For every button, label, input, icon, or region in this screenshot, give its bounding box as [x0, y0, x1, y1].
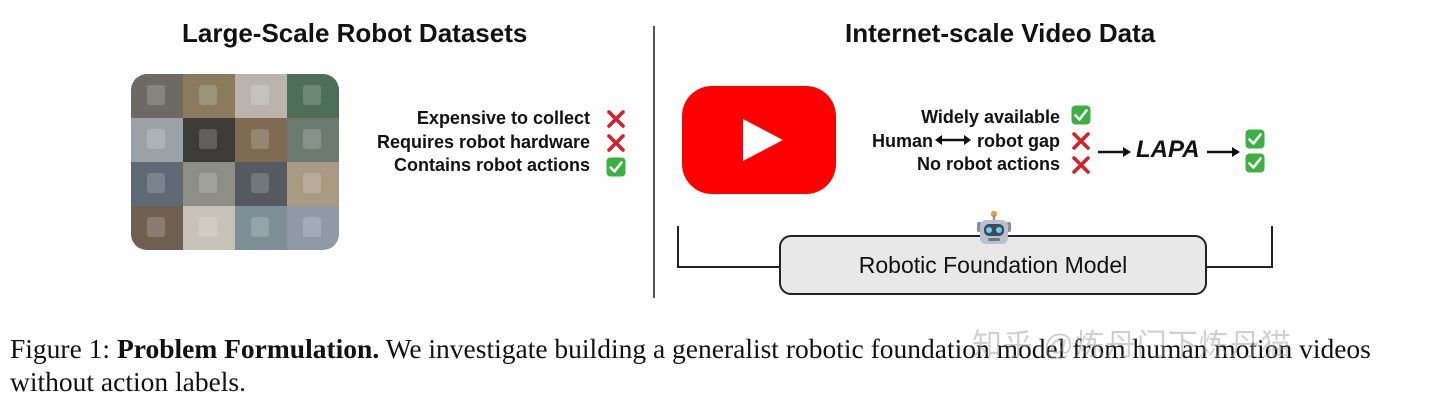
montage-tile — [131, 74, 183, 118]
montage-tile — [287, 206, 339, 250]
lapa-label: LAPA — [1136, 136, 1200, 163]
figure-caption: Figure 1: Problem Formulation. We invest… — [10, 332, 1435, 398]
play-icon — [743, 119, 783, 161]
montage-tile — [131, 162, 183, 206]
montage-tile — [183, 74, 235, 118]
criteria-widely-available: Widely available — [921, 107, 1060, 127]
caption-lead: Figure 1: — [10, 333, 117, 364]
criteria-actions: Contains robot actions — [393, 155, 590, 175]
montage-tile — [183, 206, 235, 250]
montage-tile — [131, 206, 183, 250]
montage-tile — [287, 118, 339, 162]
caption-bold: Problem Formulation. — [116, 333, 380, 364]
left-criteria-list: Expensive to collect Requires robot hard… — [350, 107, 590, 178]
montage-tile — [131, 118, 183, 162]
montage-tile — [235, 206, 287, 250]
cross-icon — [606, 133, 626, 153]
model-label: Robotic Foundation Model — [858, 251, 1128, 278]
montage-tile — [235, 118, 287, 162]
youtube-logo-icon — [682, 86, 836, 194]
criteria-robot-gap-label: robot gap — [977, 130, 1060, 151]
montage-tile — [235, 162, 287, 206]
criteria-hardware: Requires robot hardware — [376, 131, 590, 152]
check-icon — [1245, 153, 1265, 173]
criteria-human-robot-gap: Human robot gap — [840, 130, 1060, 154]
check-icon — [1071, 105, 1091, 125]
right-criteria-list: Widely available Human robot gap No robot… — [840, 106, 1060, 177]
robotic-foundation-model-box: Robotic Foundation Model — [779, 235, 1207, 295]
criteria-expensive: Expensive to collect — [416, 108, 590, 128]
criteria-no-robot-actions: No robot actions — [917, 154, 1060, 174]
panel-divider — [653, 26, 655, 298]
right-arrow-icon — [1207, 147, 1240, 157]
montage-tile — [183, 118, 235, 162]
left-panel-title: Large-Scale Robot Datasets — [182, 18, 528, 48]
robot-icon — [977, 210, 1011, 244]
montage-tile — [287, 162, 339, 206]
montage-tile — [183, 162, 235, 206]
robot-dataset-montage — [131, 74, 339, 250]
caption-text: We investigate building a generalist rob… — [10, 333, 1371, 397]
bidirectional-arrow-icon — [935, 135, 971, 145]
cross-icon — [1071, 155, 1091, 175]
cross-icon — [1071, 131, 1091, 151]
watermark: 知乎 @炼丹门下炼丹猫 — [972, 329, 1292, 362]
criteria-human-label: Human — [871, 130, 933, 151]
montage-tile — [287, 74, 339, 118]
check-icon — [1245, 129, 1265, 149]
check-icon — [606, 157, 626, 177]
right-arrow-icon — [1098, 147, 1131, 157]
cross-icon — [606, 109, 626, 129]
right-panel-title: Internet-scale Video Data — [845, 18, 1156, 48]
montage-tile — [235, 74, 287, 118]
